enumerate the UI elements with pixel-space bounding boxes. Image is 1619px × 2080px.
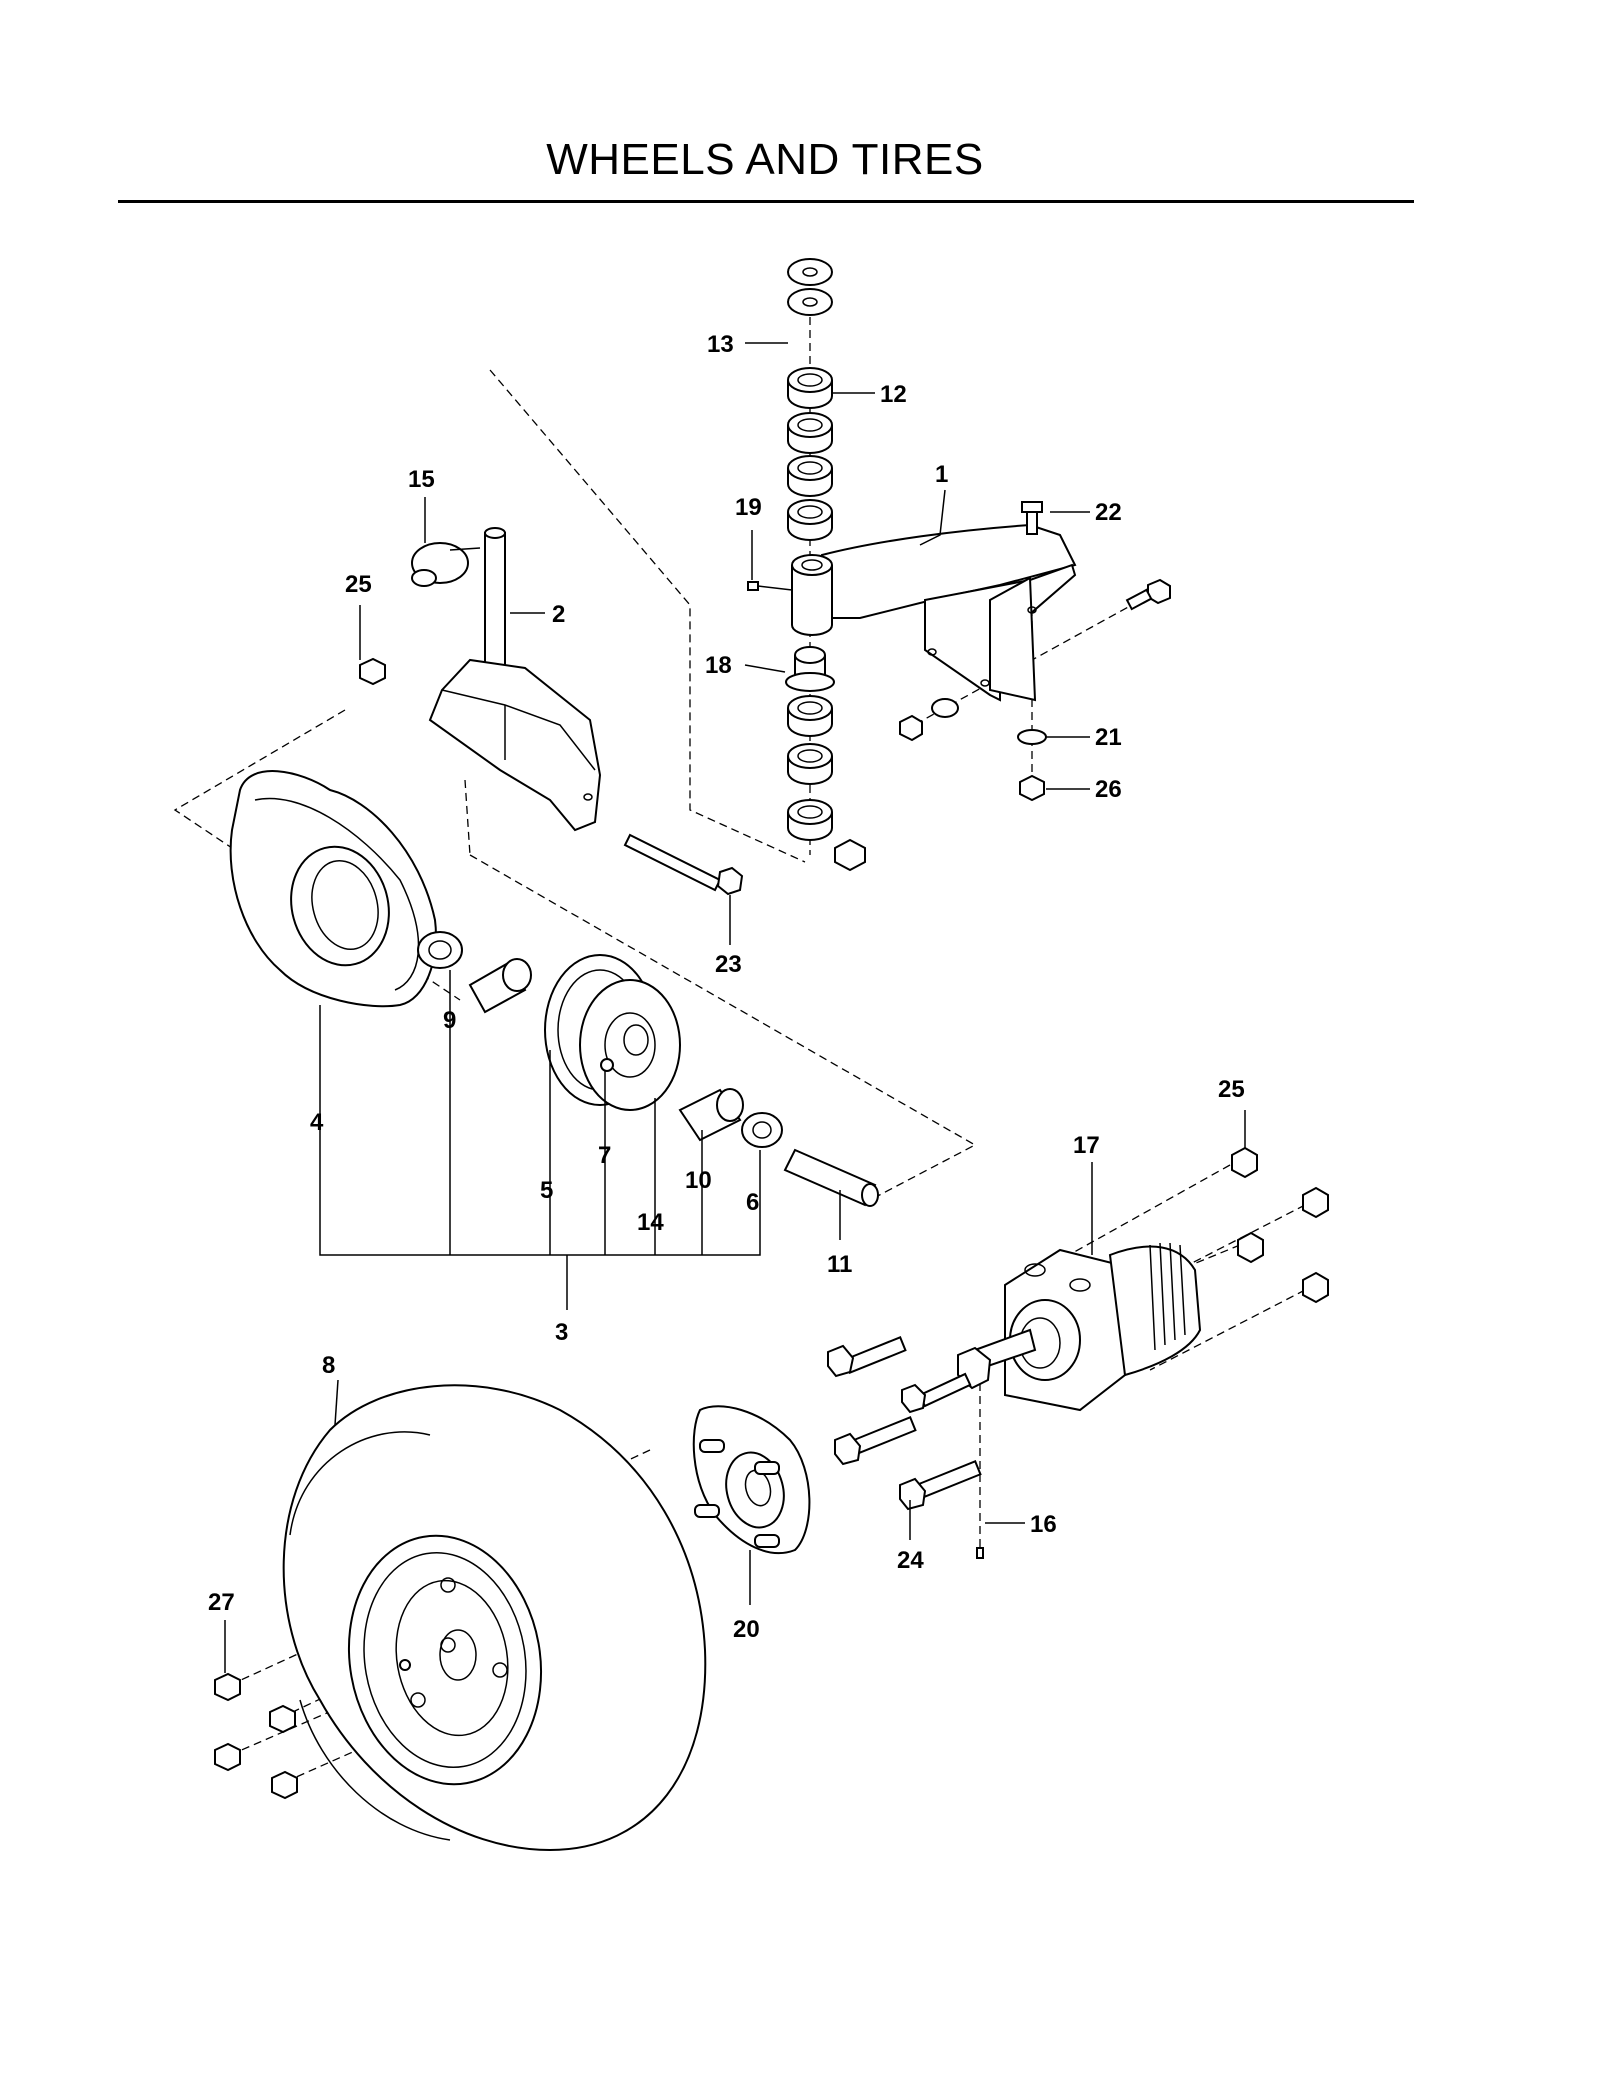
rear-tire: [282, 1384, 707, 1852]
callout-7: 7: [598, 1142, 611, 1169]
callout-12: 12: [880, 381, 907, 408]
arm-nut: [899, 714, 923, 742]
callout-5: 5: [540, 1177, 553, 1204]
nut-25-upper: [359, 657, 386, 686]
callout-2: 2: [552, 601, 565, 628]
arm-washer: [931, 698, 959, 718]
front-tire: [229, 770, 437, 1008]
axle-bolt-23: [623, 833, 744, 896]
lug-nut-2: [269, 1704, 296, 1734]
callout-9: 9: [443, 1007, 456, 1034]
grease-fitting: [747, 581, 793, 591]
callout-16: 16: [1030, 1511, 1057, 1538]
callout-8: 8: [322, 1352, 335, 1379]
callout-11: 11: [827, 1251, 852, 1278]
washer-9: [417, 931, 463, 969]
callout-25-motor: 25: [1218, 1076, 1245, 1103]
leader-lines: [224, 342, 1246, 1673]
callout-20: 20: [733, 1616, 760, 1643]
roller-bearing-right: [678, 1088, 744, 1142]
callout-21: 21: [1095, 724, 1122, 751]
callout-26: 26: [1095, 776, 1122, 803]
lug-nut-1: [214, 1672, 241, 1702]
shaft-key-16: [976, 1547, 984, 1559]
lug-nut-3: [214, 1742, 241, 1772]
spacer-tube-11: [783, 1148, 879, 1207]
callout-17: 17: [1073, 1132, 1100, 1159]
callout-14: 14: [637, 1209, 664, 1236]
wheel-hub: [692, 1405, 811, 1555]
arm-bolt: [1125, 578, 1171, 611]
roller-bearing-left: [468, 958, 532, 1014]
callout-10: 10: [685, 1167, 712, 1194]
motor-nut-b: [1237, 1231, 1264, 1264]
caster-arm: [791, 523, 1077, 702]
washer-21: [1017, 729, 1047, 745]
wheel-rim: [544, 954, 681, 1111]
motor-bolts: [827, 1335, 982, 1511]
callout-6: 6: [746, 1189, 759, 1216]
bolt-22: [1021, 501, 1043, 535]
title-rule: [118, 200, 1414, 203]
top-washer-stack: [785, 258, 866, 872]
callout-18: 18: [705, 652, 732, 679]
washer-6: [741, 1112, 783, 1148]
hitch-pin-clip: [411, 542, 481, 587]
caster-fork: [428, 527, 602, 832]
callout-4: 4: [310, 1109, 324, 1136]
callout-22: 22: [1095, 499, 1122, 526]
callout-24: 24: [897, 1547, 924, 1574]
page-title: WHEELS AND TIRES: [546, 135, 984, 184]
lug-nut-4: [271, 1770, 298, 1800]
wheel-motor: [957, 1242, 1202, 1412]
callout-13: 13: [707, 331, 734, 358]
nut-26: [1019, 774, 1045, 802]
callout-1: 1: [935, 461, 948, 488]
callouts: 1 2 3 4 5 6 7 8 9 10 11 12 13 14 15 16 1…: [208, 331, 1245, 1643]
callout-27: 27: [208, 1589, 235, 1616]
callout-25-upper: 25: [345, 571, 372, 598]
motor-nut-a: [1302, 1186, 1329, 1219]
motor-nut-25: [1231, 1146, 1258, 1179]
motor-nut-c: [1302, 1271, 1329, 1304]
callout-3: 3: [555, 1319, 568, 1346]
callout-23: 23: [715, 951, 742, 978]
callout-15: 15: [408, 466, 435, 493]
callout-19: 19: [735, 494, 762, 521]
